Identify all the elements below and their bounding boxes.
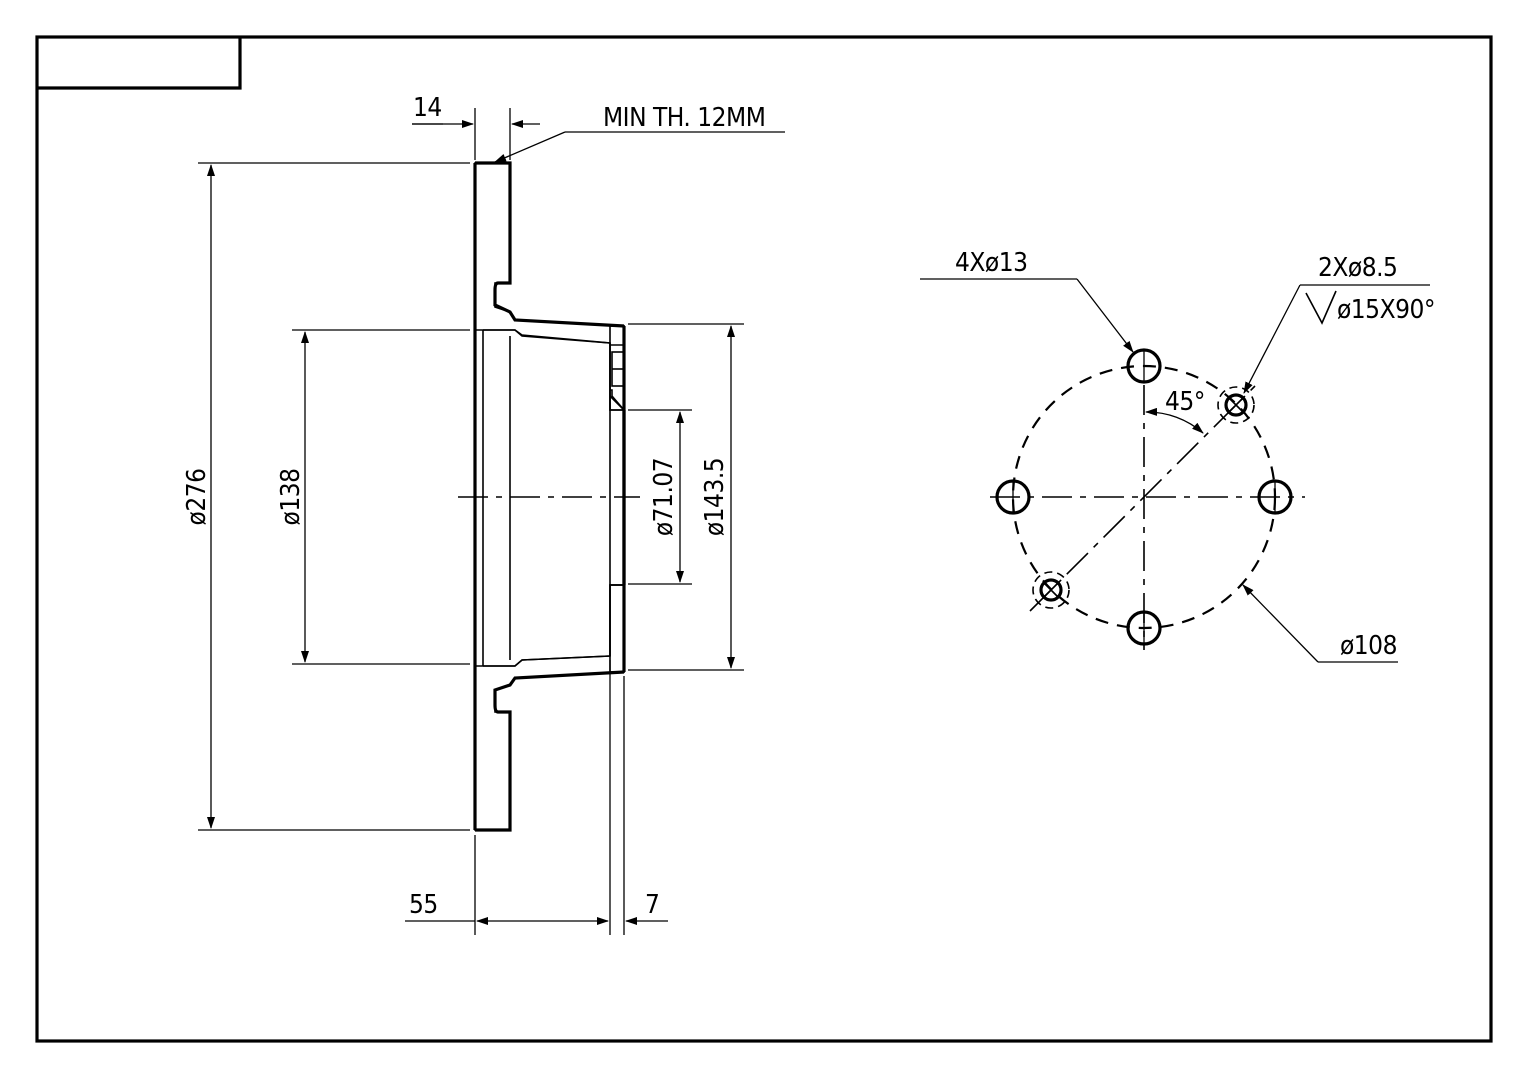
section-outline xyxy=(473,161,626,832)
dim-angle-label: 45° xyxy=(1165,387,1205,417)
dim-hub-wall-label: 7 xyxy=(645,890,659,920)
small-holes xyxy=(1032,386,1255,609)
callout-bolt-holes-label: 4Xø13 xyxy=(955,248,1027,278)
dim-hub-diameter: ø143.5 xyxy=(628,323,744,671)
dim-angle: 45° xyxy=(1145,387,1205,434)
callout-countersink-label: ø15X90° xyxy=(1337,295,1435,325)
bolt-holes xyxy=(995,348,1293,646)
small-hole xyxy=(1032,571,1070,609)
dim-inner-diameter: ø138 xyxy=(276,329,470,665)
dim-bore-diameter: ø71.07 xyxy=(628,409,692,585)
bolt-hole xyxy=(995,479,1031,515)
bolt-hole xyxy=(1257,479,1293,515)
center-line-diagonal xyxy=(1029,385,1256,612)
note-min-thickness-label: MIN TH. 12MM xyxy=(603,103,765,133)
callout-bolt-holes: 4Xø13 xyxy=(920,248,1134,353)
dim-offset: 55 7 xyxy=(405,660,668,935)
callout-small-holes-label: 2Xø8.5 xyxy=(1318,253,1397,283)
callout-small-holes: 2Xø8.5 ø15X90° xyxy=(1243,253,1436,394)
sheet-frame xyxy=(35,35,1493,1043)
dim-bore-diameter-label: ø71.07 xyxy=(649,458,679,536)
section-view: 14 MIN TH. 12MM ø276 ø138 xyxy=(182,93,785,935)
small-hole xyxy=(1217,386,1255,424)
bolt-hole xyxy=(1126,348,1162,384)
dim-thickness: 14 xyxy=(412,93,540,160)
bolt-pattern-view: 45° 4Xø13 2Xø8.5 ø15X90° ø108 xyxy=(920,248,1436,663)
dim-hub-diameter-label: ø143.5 xyxy=(700,458,730,536)
note-min-thickness: MIN TH. 12MM xyxy=(494,103,785,163)
bolt-hole xyxy=(1126,610,1162,646)
dim-thickness-label: 14 xyxy=(413,93,442,123)
callout-pcd: ø108 xyxy=(1242,584,1398,663)
dim-inner-diameter-label: ø138 xyxy=(276,469,306,526)
dim-outer-diameter: ø276 xyxy=(182,162,470,831)
dim-offset-label: 55 xyxy=(409,890,438,920)
dim-outer-diameter-label: ø276 xyxy=(182,469,212,526)
countersink-icon xyxy=(1305,290,1337,325)
dim-pcd-label: ø108 xyxy=(1340,631,1397,661)
